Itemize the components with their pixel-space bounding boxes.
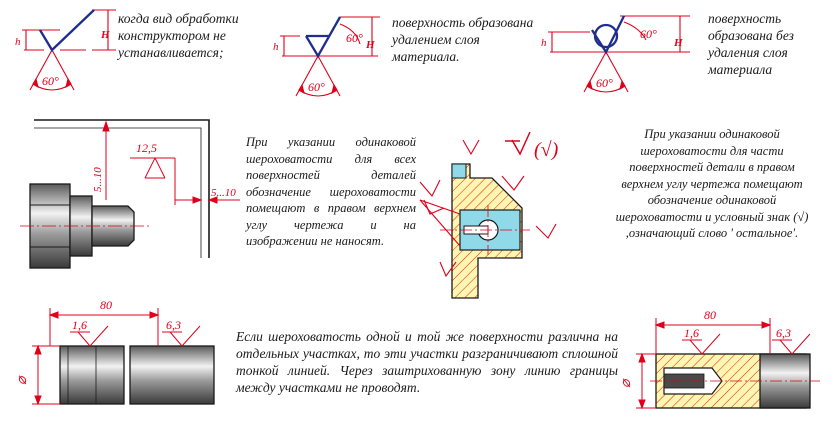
shaft-part [20,183,150,269]
section-shaft-part [650,353,820,409]
split-shaft-roughness-b: 6,3 [166,318,181,332]
H-label-3: H [673,37,683,49]
H-label-1: H [100,29,110,41]
h-label-2: h [273,41,279,53]
dim-5-10-horizontal: 5...10 [211,187,236,199]
symbol-basic-mark [39,9,95,52]
symbol-basic [22,9,116,91]
h-label-3: h [541,37,547,49]
h-label-1: h [15,36,21,48]
angle-label-2: 60° [308,80,325,94]
split-shaft-length: 80 [100,298,112,312]
dimension-5-10 [102,120,240,205]
angle-label-2-top: 60° [346,31,363,45]
caption-same-roughness-all: При указании одинаковой шероховатости дл… [246,135,416,248]
caption-symbol-basic: когда вид обработки конструктором не уст… [118,11,239,60]
symbol-no-removal [548,15,690,93]
caption-split-areas: Если шероховатость одной и той же поверх… [236,329,618,395]
bracket-part [440,163,530,299]
H-label-2: H [365,39,375,51]
split-shaft-part [59,345,215,405]
section-shaft-dimensions [636,318,811,410]
caption-symbol-no-removal: поверхность образована без удаления слоя… [708,11,794,77]
dim-5-10-vertical: 5...10 [92,167,104,192]
other-roughness-icon: (√) [505,131,559,161]
angle-label-3-top: 60° [640,27,657,41]
roughness-value-12-5: 12,5 [136,141,157,155]
section-shaft-roughness-a: 1,6 [684,326,699,340]
split-shaft-dimensions [32,308,201,406]
split-shaft-diameter: ⌀ [15,375,30,385]
drawing-frame-corner [34,119,210,258]
bracket-roughness-marks [419,139,557,278]
section-shaft-roughness-b: 6,3 [776,326,791,340]
split-shaft-roughness-a: 1,6 [72,318,87,332]
angle-label-1: 60° [42,74,59,88]
section-shaft-length: 80 [704,308,716,322]
symbol-no-removal-mark [591,15,626,55]
circle-mark-icon [593,23,619,49]
section-shaft-diameter: ⌀ [619,378,634,388]
caption-symbol-removal: поверхность образована удалением слоя ма… [392,15,534,64]
angle-label-3: 60° [596,76,613,90]
symbol-material-removal [280,16,380,97]
symbol-material-removal-mark [305,16,342,59]
caption-same-roughness-part: При указании одинаковой шероховатости дл… [615,127,809,240]
svg-text:(√): (√) [534,139,559,161]
